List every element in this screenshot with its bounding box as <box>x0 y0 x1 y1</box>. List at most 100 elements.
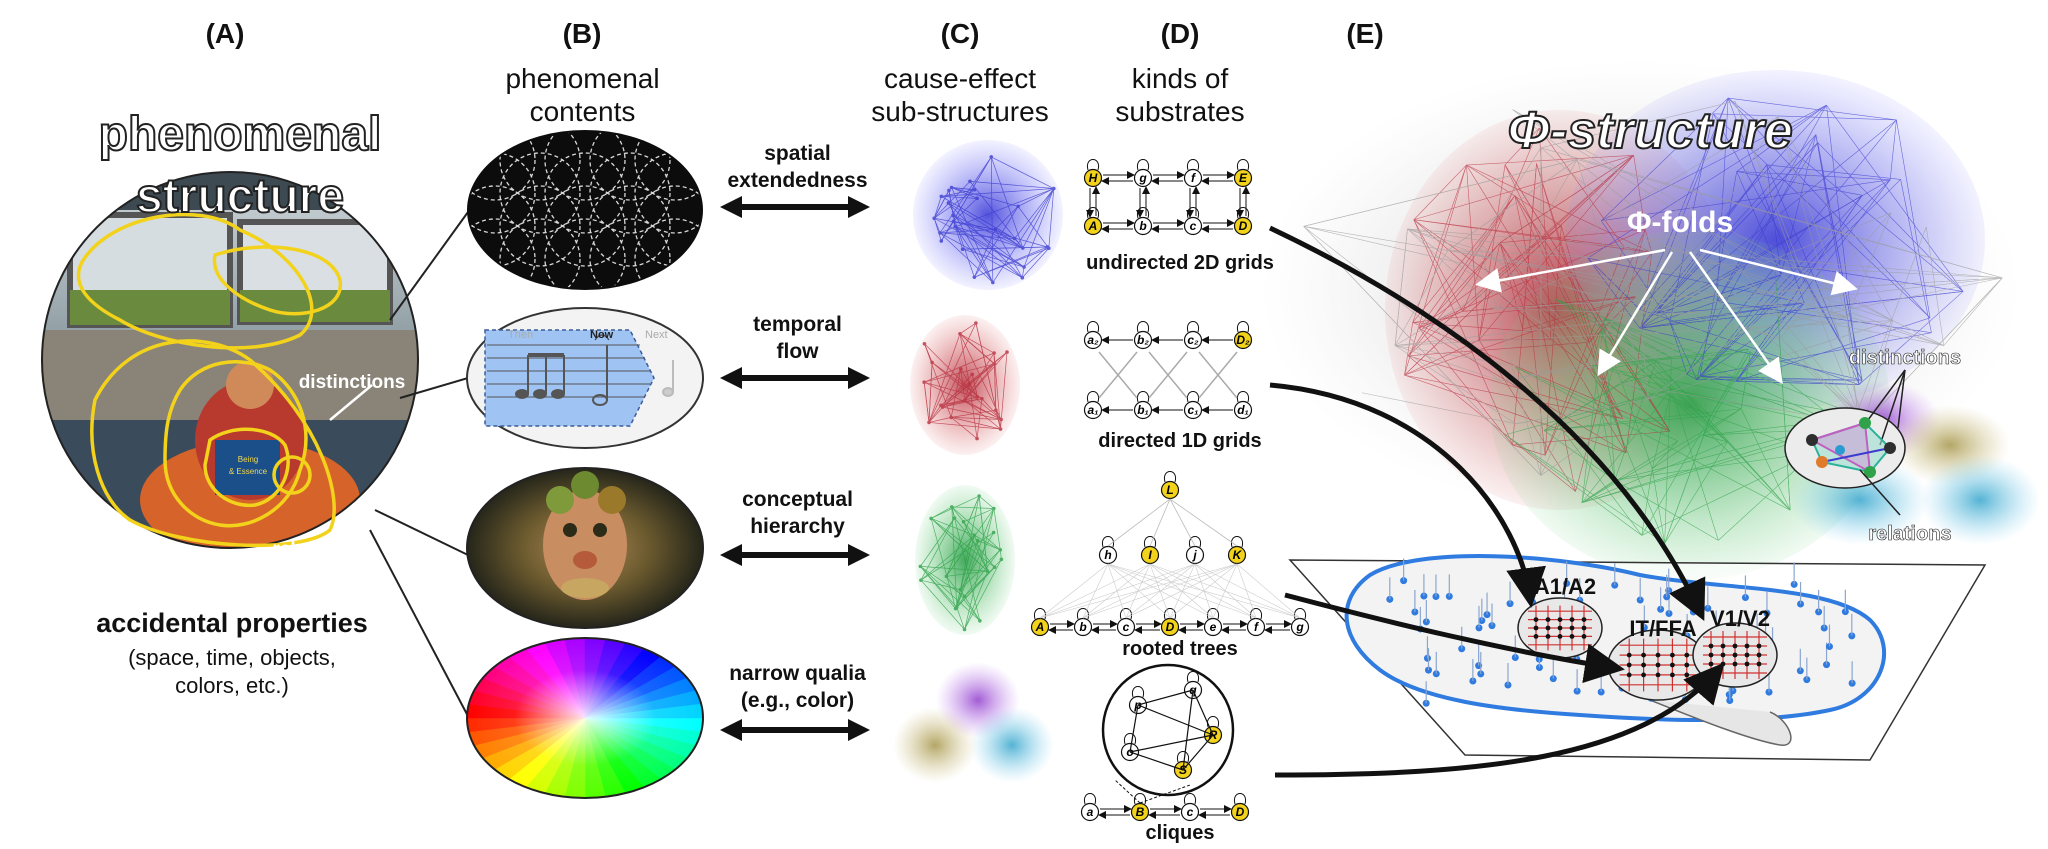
cloud-teal <box>970 707 1054 783</box>
svg-text:e: e <box>1210 620 1217 634</box>
color-wheel-ellipse <box>466 637 704 799</box>
book-subtitle: & Essence <box>229 467 268 476</box>
accidental-title: accidental properties <box>96 608 368 638</box>
distinctions-pointer <box>329 384 373 421</box>
mapping-conceptual-line2: hierarchy <box>750 515 845 538</box>
svg-text:K: K <box>1233 548 1243 562</box>
svg-text:f: f <box>1191 171 1196 185</box>
svg-text:b: b <box>1079 620 1086 634</box>
temporal-ellipse: Then Now Next <box>466 307 704 449</box>
svg-text:L: L <box>1166 483 1173 497</box>
double-arrow-qualia <box>720 719 870 741</box>
mapping-qualia: narrow qualia (e.g., color) <box>710 660 885 714</box>
panel-d-title: kinds of substrates <box>1080 62 1280 128</box>
svg-text:c₁: c₁ <box>1188 403 1199 417</box>
music-now: Now <box>590 329 614 341</box>
trees-label: rooted trees <box>1122 638 1238 660</box>
svg-text:D: D <box>1239 219 1248 233</box>
svg-text:b₁: b₁ <box>1137 403 1149 417</box>
mapping-conceptual: conceptual hierarchy <box>710 486 885 540</box>
mapping-spatial-line1: spatial <box>764 142 831 165</box>
photo-relations-label: relations <box>272 539 351 560</box>
panel-d-title-line1: kinds of <box>1131 63 1229 94</box>
accidental-line2: colors, etc.) <box>175 673 289 698</box>
mapping-spatial-line2: extendedness <box>727 169 868 192</box>
svg-text:a₁: a₁ <box>1088 403 1099 417</box>
region-a1 <box>1517 597 1603 659</box>
svg-text:c: c <box>1123 620 1130 634</box>
svg-text:g: g <box>1138 171 1147 185</box>
panel-c-title-line1: cause-effect <box>883 63 1037 94</box>
distinction-outlines <box>76 212 342 548</box>
panel-c-title-line2: sub-structures <box>871 96 1049 127</box>
grid1d-label: directed 1D grids <box>1098 430 1262 452</box>
mapping-spatial: spatial extendedness <box>710 140 885 194</box>
grid2d-label: undirected 2D grids <box>1086 252 1274 274</box>
phi-inset <box>1784 369 1906 516</box>
panel-c-letter: (C) <box>940 18 980 49</box>
svg-text:f: f <box>1254 620 1259 634</box>
panel-d-title-line2: substrates <box>1115 96 1245 127</box>
panel-b-title: phenomenal contents <box>470 62 695 128</box>
photo-distinctions-label: distinctions <box>299 372 406 393</box>
phi-relations-label: relations <box>1868 523 1951 545</box>
panel-a-letter: (A) <box>205 18 245 49</box>
mapping-temporal-line2: flow <box>776 340 819 363</box>
svg-text:D: D <box>1236 805 1245 819</box>
svg-text:j: j <box>1191 548 1197 562</box>
phi-fold-arrows <box>1475 248 1858 385</box>
svg-text:b₂: b₂ <box>1137 333 1149 347</box>
portrait-ellipse <box>466 467 704 629</box>
book-title: Being <box>238 455 258 464</box>
svg-text:E: E <box>1239 171 1248 185</box>
svg-text:h: h <box>1104 548 1111 562</box>
region-v1 <box>1692 622 1778 688</box>
panel-b-title-line2: contents <box>529 96 636 127</box>
svg-text:c: c <box>1187 805 1194 819</box>
mapping-qualia-line1: narrow qualia <box>729 662 866 685</box>
photo-border <box>41 171 419 549</box>
accidental-line1: (space, time, objects, <box>128 645 336 670</box>
region-a1-label: A1/A2 <box>1534 574 1596 599</box>
panel-b-title-line1: phenomenal <box>505 63 660 94</box>
region-it <box>1607 629 1709 701</box>
region-v1-label: V1/V2 <box>1710 606 1770 631</box>
svg-text:d₁: d₁ <box>1237 403 1249 417</box>
svg-text:a₂: a₂ <box>1087 333 1099 347</box>
double-arrow-spatial <box>720 196 870 218</box>
svg-text:c₂: c₂ <box>1187 333 1199 347</box>
cliques-label: cliques <box>1145 822 1215 844</box>
phi-folds-label: Φ-folds <box>1627 206 1733 239</box>
music-then: Then <box>508 329 533 341</box>
region-it-label: IT/FFA <box>1629 616 1696 641</box>
accidental-properties: accidental properties (space, time, obje… <box>72 608 392 699</box>
cause-effect-clouds <box>893 140 1063 783</box>
mapping-qualia-line2: (e.g., color) <box>740 689 855 712</box>
svg-text:B: B <box>1136 805 1145 819</box>
mapping-conceptual-line1: conceptual <box>742 488 853 511</box>
svg-text:a: a <box>1087 805 1094 819</box>
svg-text:c: c <box>1190 219 1197 233</box>
phi-structure-title: Φ-structure <box>1507 102 1792 160</box>
phenomenal-title-line2: structure <box>136 170 344 223</box>
phenomenal-title-line1: phenomenal <box>99 108 382 161</box>
svg-text:D₂: D₂ <box>1236 333 1250 347</box>
svg-text:g: g <box>1295 620 1304 634</box>
mapping-temporal-line1: temporal <box>753 313 842 336</box>
svg-text:D: D <box>1166 620 1175 634</box>
svg-text:A: A <box>1088 219 1098 233</box>
panel-d-letter: (D) <box>1160 18 1200 49</box>
svg-text:R: R <box>1209 728 1218 742</box>
cloud-red <box>910 315 1020 455</box>
svg-text:b: b <box>1139 219 1146 233</box>
music-next: Next <box>645 329 668 341</box>
spatial-ellipse <box>467 130 703 290</box>
svg-text:A: A <box>1035 620 1045 634</box>
panel-a-connectors <box>369 211 471 721</box>
svg-text:H: H <box>1089 171 1098 185</box>
mapping-arrows <box>720 196 870 741</box>
panel-c-title: cause-effect sub-structures <box>855 62 1065 128</box>
panel-b-letter: (B) <box>562 18 602 49</box>
double-arrow-temporal <box>720 367 870 389</box>
